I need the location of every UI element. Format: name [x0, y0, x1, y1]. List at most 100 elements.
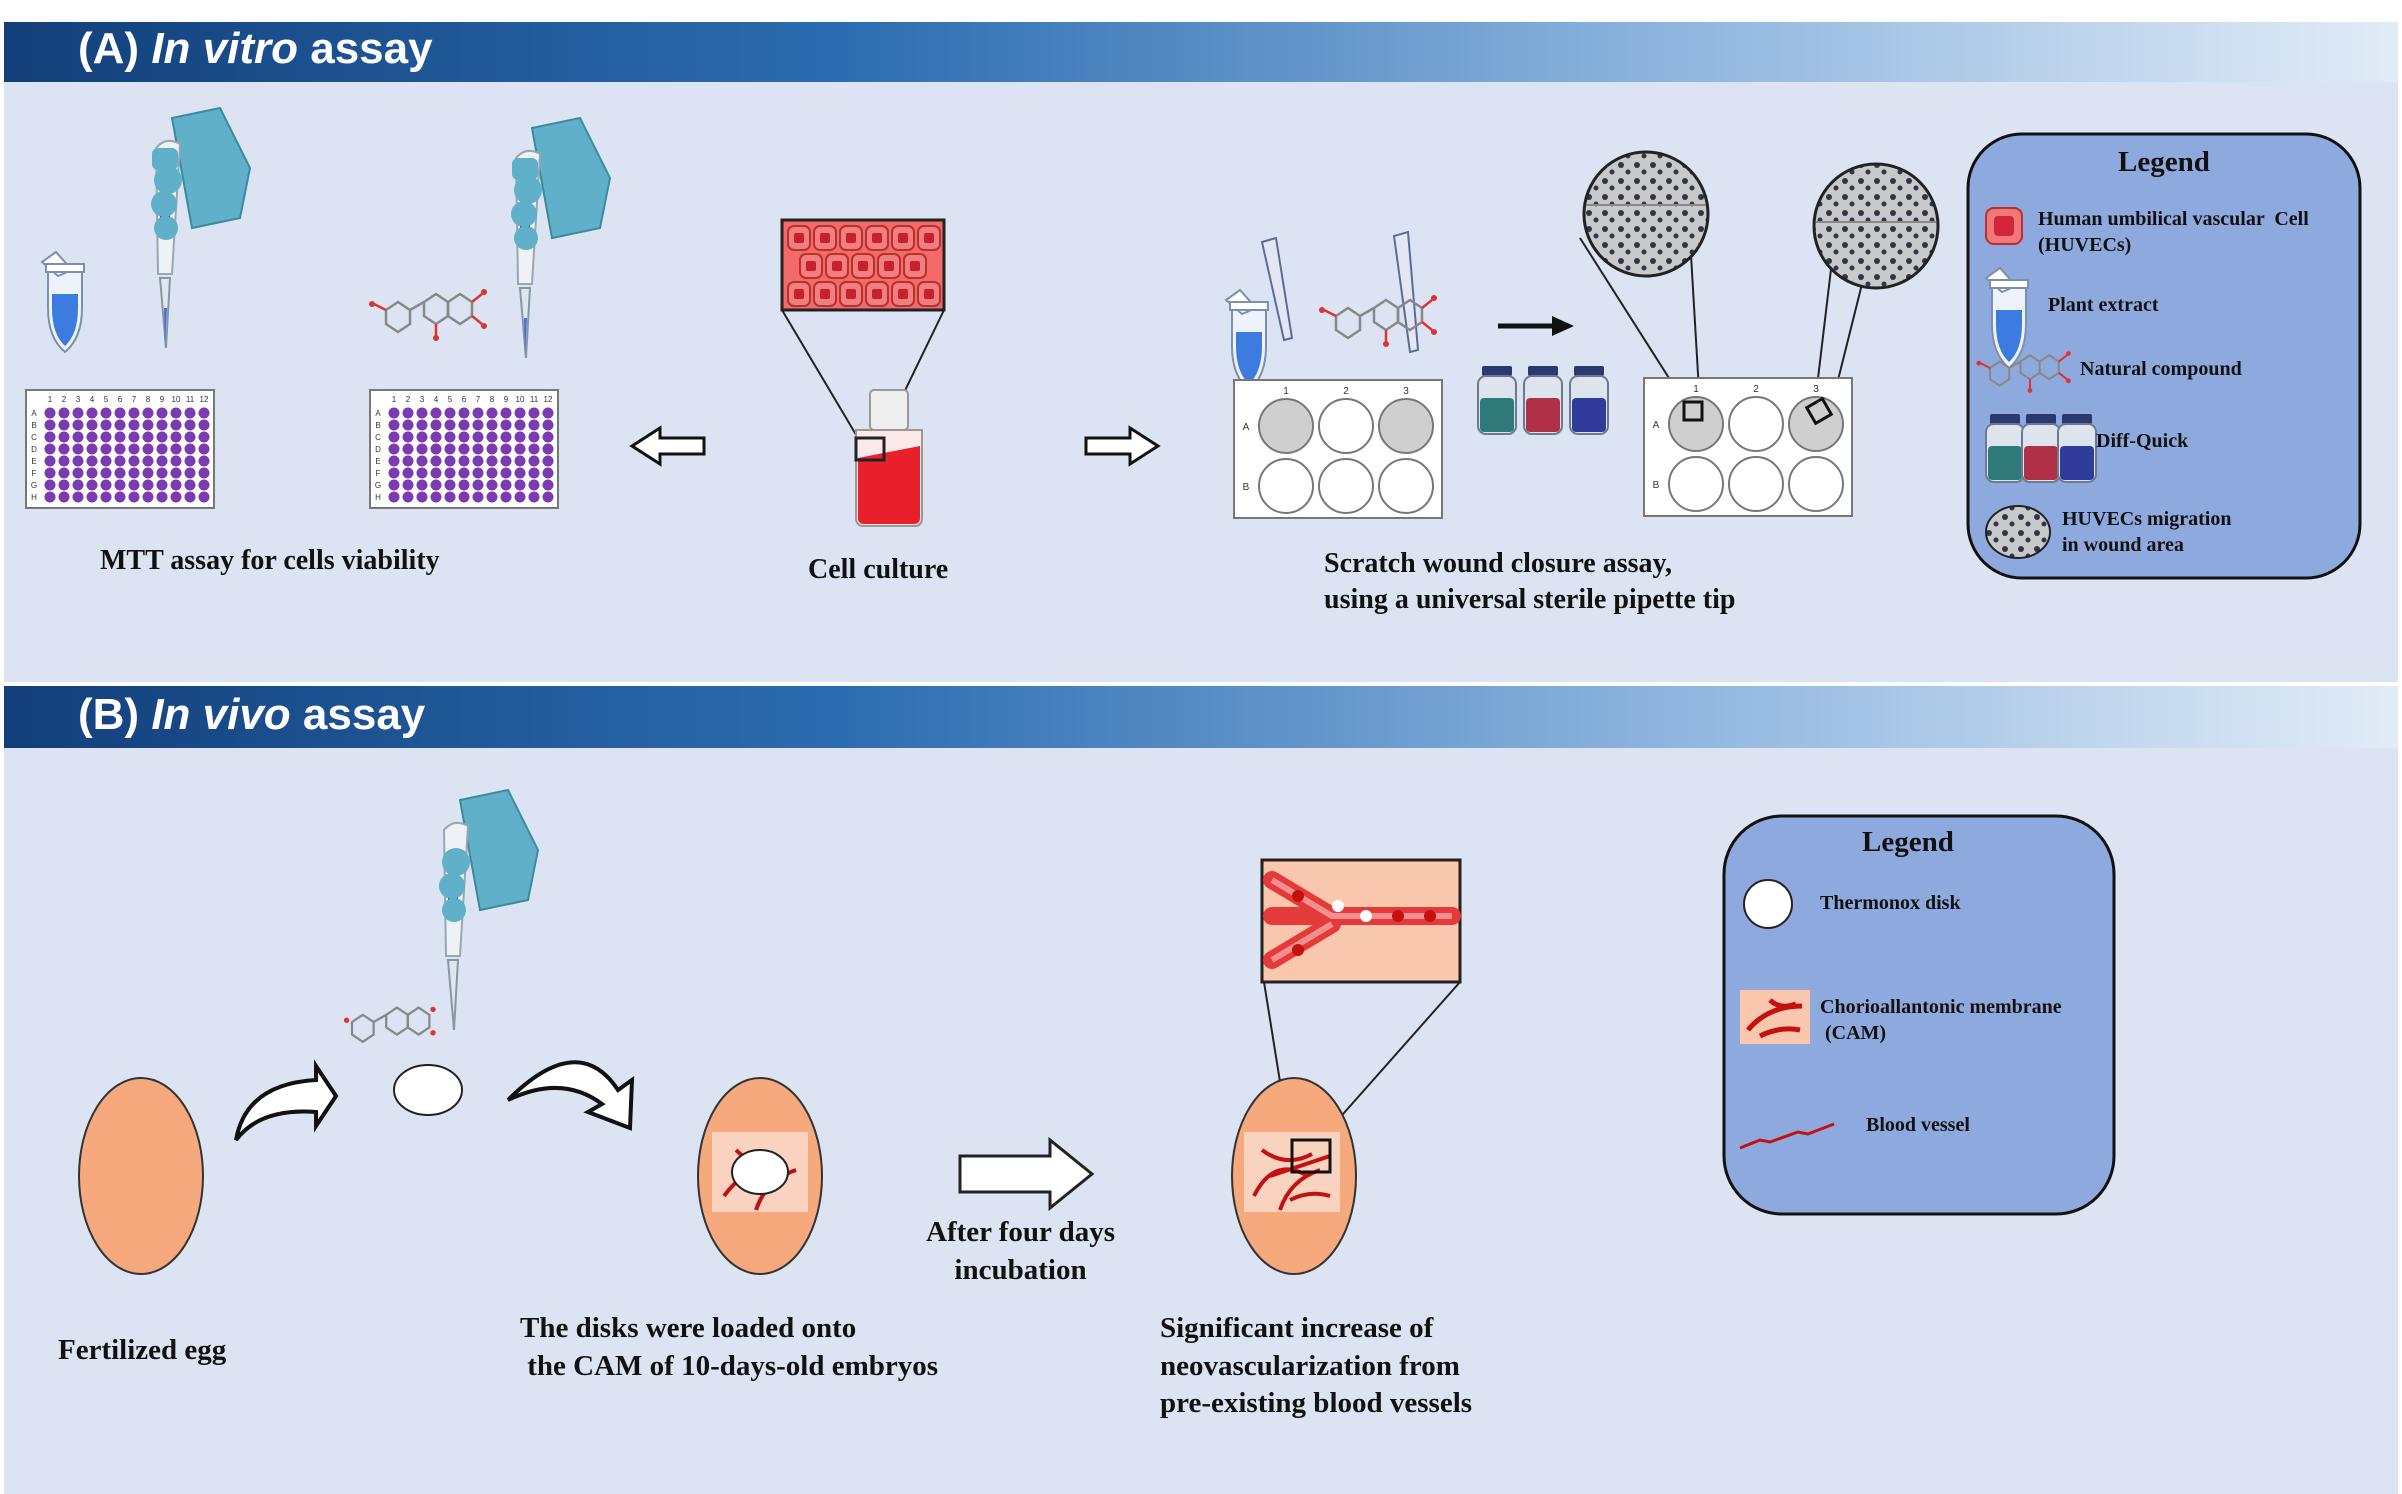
plate-well: [486, 431, 498, 443]
plate-well: [472, 455, 484, 467]
plate-well: [198, 455, 210, 467]
plate-well: [458, 419, 470, 431]
huvec-migration-icon: [1985, 505, 2051, 559]
plate-well: [416, 443, 428, 455]
legend-a-item-migration: HUVECs migration in wound area: [2062, 508, 2232, 556]
plate-well: [514, 467, 526, 479]
six-well: [1258, 398, 1314, 454]
plate-well: [416, 455, 428, 467]
huvec-nucleus: [872, 289, 882, 299]
plate-well: [444, 491, 456, 503]
six-well: [1668, 456, 1724, 512]
huvec-nucleus: [910, 261, 920, 271]
plate-col-label: 3: [76, 395, 81, 404]
six-well: [1258, 458, 1314, 514]
plate-well: [142, 455, 154, 467]
plate-row-label: G: [31, 481, 37, 490]
egg-with-neovascularization-icon: [1231, 858, 1462, 1275]
plate-row-label: G: [375, 481, 381, 490]
six-well-col-label: 2: [1343, 386, 1349, 397]
huvec-nucleus: [858, 261, 868, 271]
plate-well: [142, 479, 154, 491]
diff-quick-bottles-icon: [1985, 413, 2097, 483]
plate-well: [86, 431, 98, 443]
plate-well: [500, 407, 512, 419]
legend-b-item-vessel: Blood vessel: [1866, 1114, 1970, 1136]
neovascularization-label: Significant increase of neovascularizati…: [1160, 1312, 1473, 1420]
plate-well: [198, 491, 210, 503]
plate-col-label: 6: [462, 395, 467, 404]
plate-well: [472, 467, 484, 479]
plate-well: [44, 467, 56, 479]
plate-well: [100, 443, 112, 455]
plate-col-label: 4: [434, 395, 439, 404]
plate-row-label: C: [31, 433, 37, 442]
plate-well: [388, 479, 400, 491]
plate-col-label: 6: [118, 395, 123, 404]
plate-well: [170, 419, 182, 431]
plate-col-label: 1: [48, 395, 53, 404]
natural-compound-molecule-icon: [342, 1005, 437, 1043]
cell-culture-flask: [780, 218, 946, 527]
plate-well: [472, 443, 484, 455]
plate-well: [458, 491, 470, 503]
plate-well: [156, 491, 168, 503]
plate-well: [184, 467, 196, 479]
plate-well: [388, 419, 400, 431]
plate-well: [416, 479, 428, 491]
plate-well: [458, 455, 470, 467]
plate-well: [58, 419, 70, 431]
mtt-assay-label: MTT assay for cells viability: [100, 545, 440, 576]
plate-well: [444, 467, 456, 479]
six-well-col-label: 1: [1693, 384, 1699, 395]
six-well-col-label: 3: [1813, 384, 1819, 395]
plate-well: [114, 479, 126, 491]
panel-b-header: [4, 686, 2398, 748]
plate-row-label: H: [31, 493, 37, 502]
huvec-nucleus: [898, 289, 908, 299]
plate-col-label: 9: [160, 395, 165, 404]
plate-well: [458, 479, 470, 491]
plate-well: [156, 419, 168, 431]
six-well-col-label: 2: [1753, 384, 1759, 395]
plate-col-label: 8: [490, 395, 495, 404]
plate-well: [44, 491, 56, 503]
six-well: [1378, 458, 1434, 514]
plate-col-label: 1: [392, 395, 397, 404]
six-well: [1378, 398, 1434, 454]
plate-well: [184, 443, 196, 455]
plate-well: [514, 407, 526, 419]
plate-well: [472, 479, 484, 491]
blood-vessel-icon: [1739, 1122, 1835, 1150]
plate-well: [128, 443, 140, 455]
fertilized-egg-icon: [78, 1077, 204, 1275]
plate-well: [198, 431, 210, 443]
plate-well: [170, 479, 182, 491]
huvec-nucleus: [872, 233, 882, 243]
fertilized-egg-label: Fertilized egg: [58, 1334, 227, 1366]
plate-row-label: F: [376, 469, 381, 478]
plate-well: [156, 479, 168, 491]
plate-col-label: 12: [544, 395, 553, 404]
plate-col-label: 4: [90, 395, 95, 404]
plate-well: [198, 407, 210, 419]
plate-well: [58, 491, 70, 503]
incubation-label: After four days incubation: [926, 1216, 1116, 1286]
plate-well: [156, 431, 168, 443]
plate-well: [514, 419, 526, 431]
egg-with-disk-icon: [697, 1077, 823, 1275]
plate-well: [58, 455, 70, 467]
six-well: [1728, 396, 1784, 452]
plate-row-label: E: [31, 457, 36, 466]
plate-well: [44, 443, 56, 455]
plate-well: [472, 491, 484, 503]
huvec-nucleus: [846, 289, 856, 299]
plate-well: [444, 407, 456, 419]
legend-b-item-disk: Thermonox disk: [1820, 892, 1961, 914]
plate-well: [388, 431, 400, 443]
plate-well: [142, 491, 154, 503]
huvec-nucleus: [832, 261, 842, 271]
plate-well: [486, 467, 498, 479]
